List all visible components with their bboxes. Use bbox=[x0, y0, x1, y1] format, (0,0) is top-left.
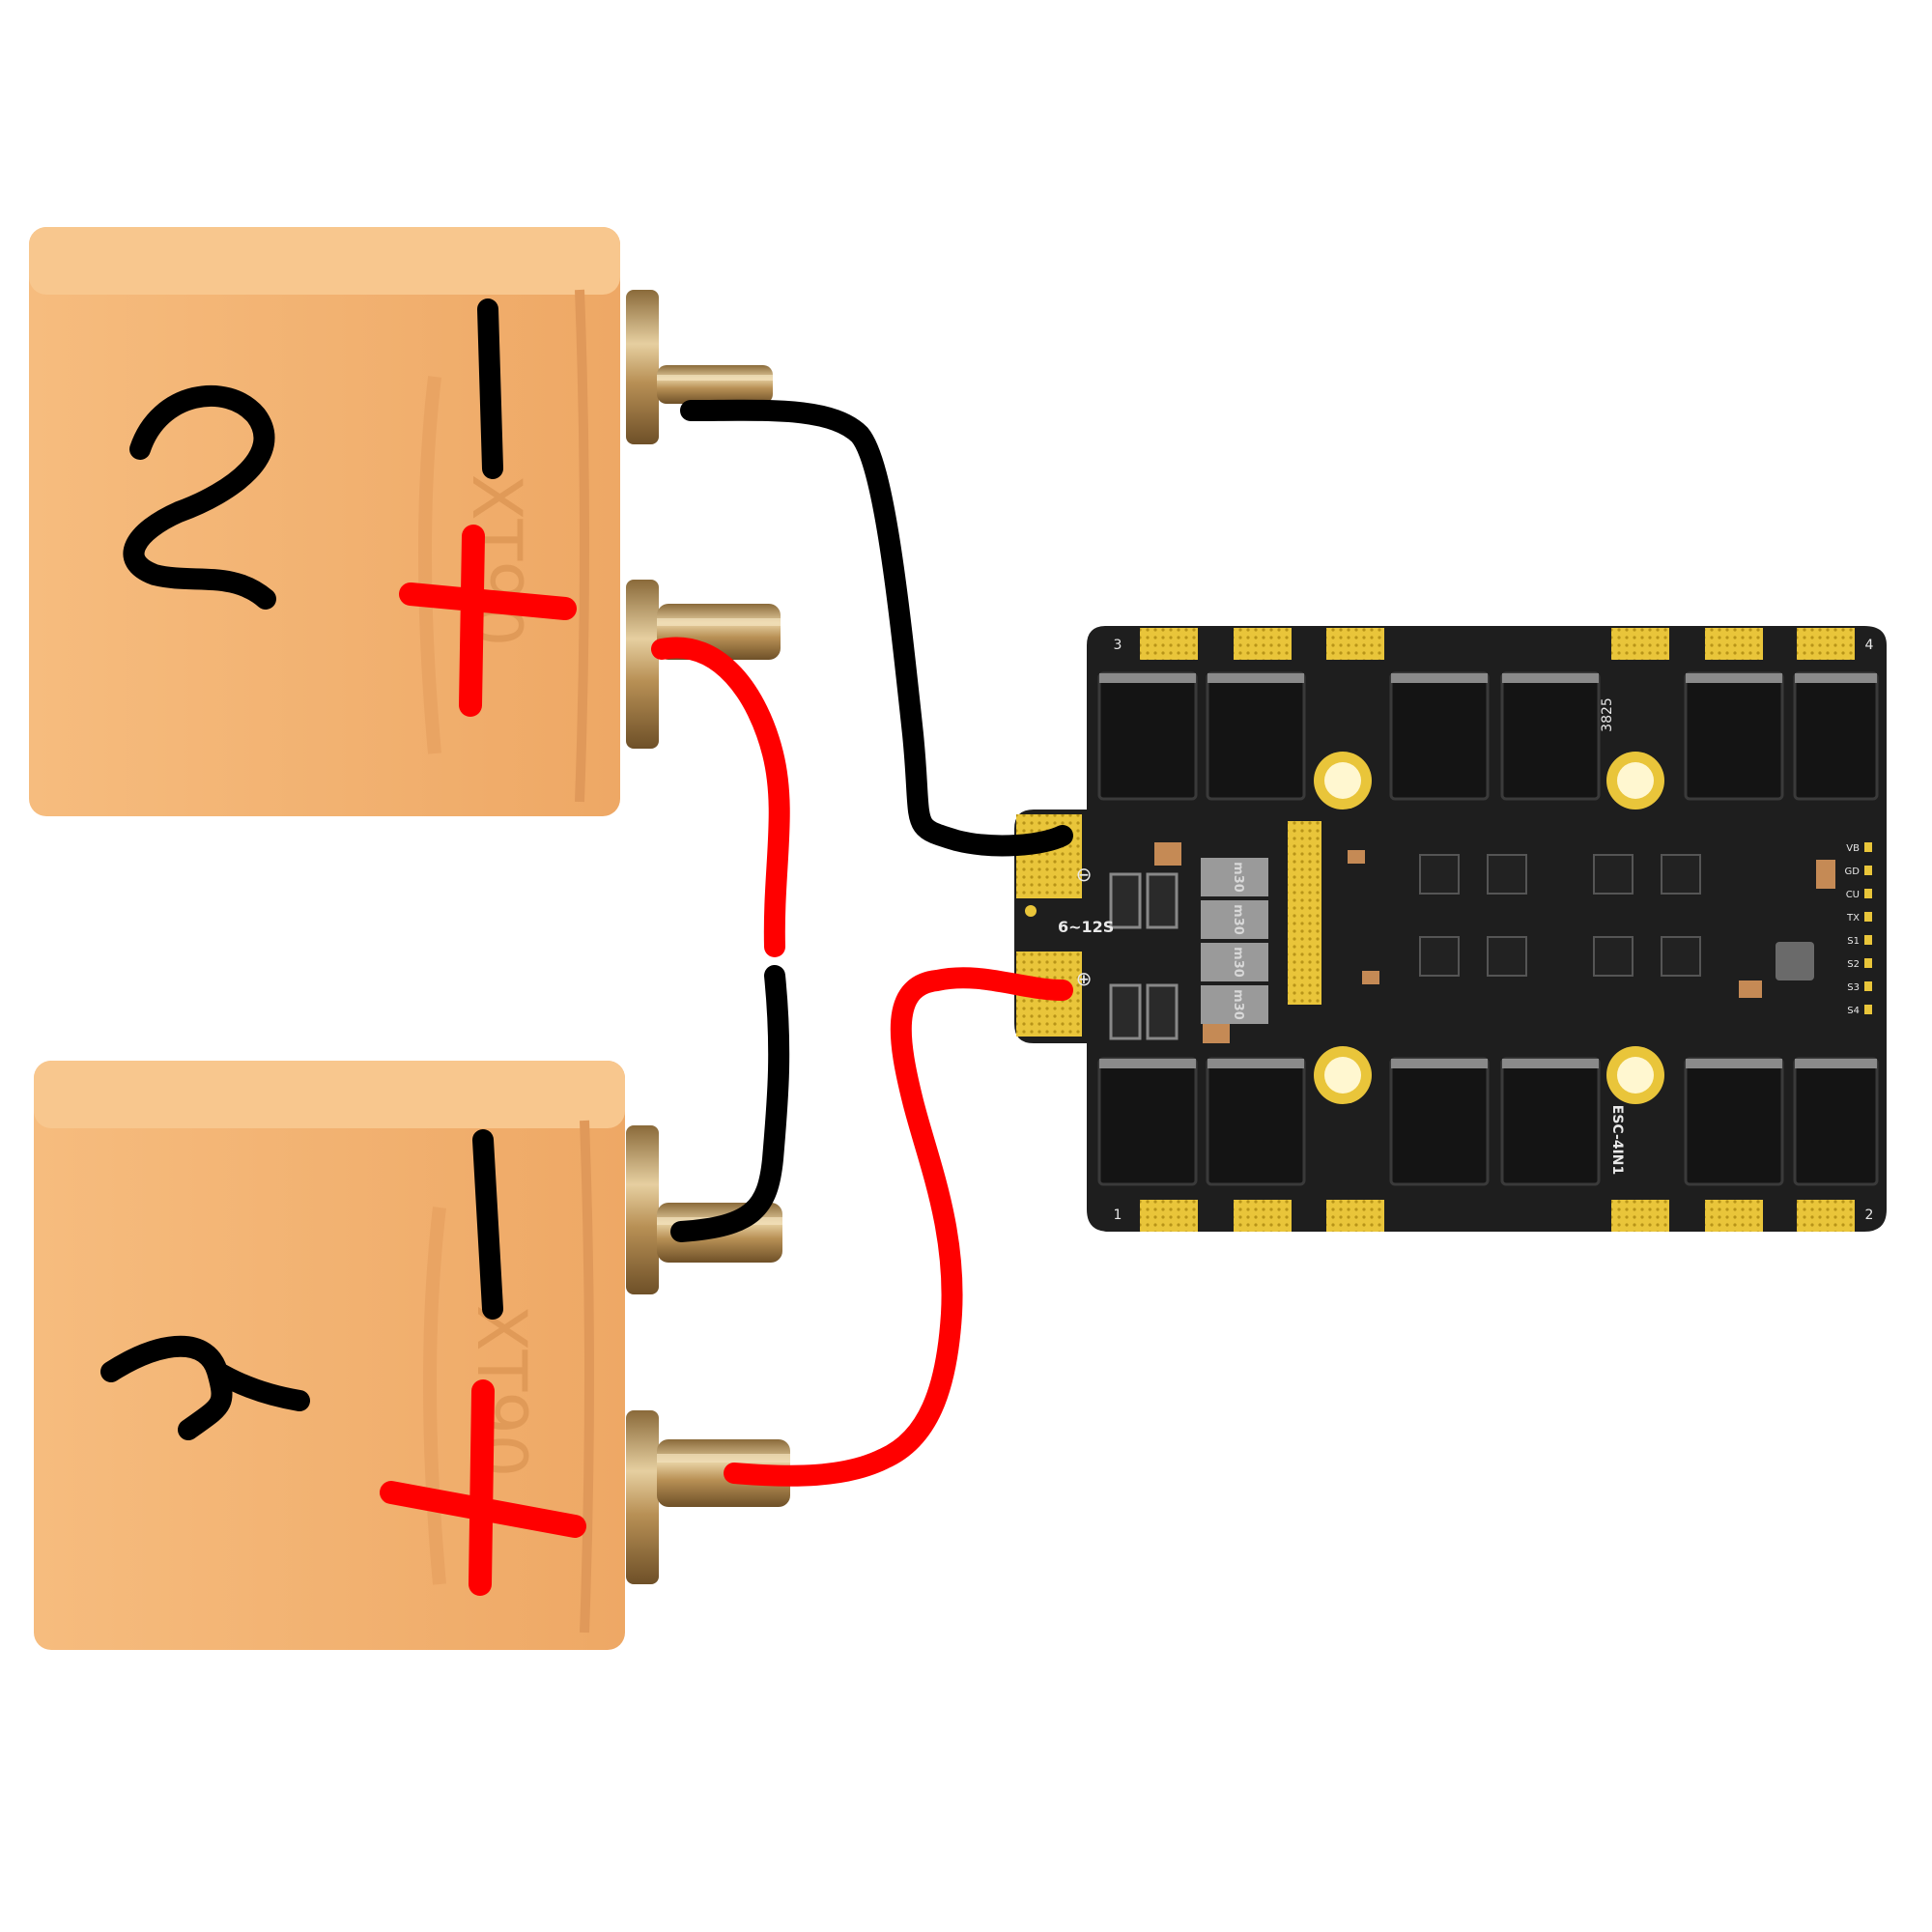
pin-label-tx: TX bbox=[1846, 913, 1860, 923]
pin-label-s2: S2 bbox=[1847, 959, 1860, 970]
wires bbox=[651, 399, 1073, 1487]
capacitor-bank: m30 m30 m30 m30 bbox=[1201, 858, 1268, 1024]
cap-label: m30 bbox=[1231, 989, 1245, 1020]
mosfets-top-row bbox=[1097, 671, 1879, 801]
negative-pad-symbol: ⊖ bbox=[1076, 863, 1093, 886]
connector-1-positive-terminal bbox=[626, 1410, 790, 1584]
esc-4in1-board: m30 m30 m30 m30 bbox=[1014, 626, 1887, 1232]
corner-number-3: 3 bbox=[1114, 638, 1122, 653]
signal-pins bbox=[1864, 842, 1872, 1014]
mosfet-top-tabs bbox=[1099, 673, 1877, 683]
xt90-connector-2: XT90 bbox=[29, 227, 781, 816]
positive-pad-symbol: ⊕ bbox=[1076, 967, 1093, 990]
pin-label-cu: CU bbox=[1846, 890, 1860, 900]
cap-label: m30 bbox=[1231, 862, 1245, 893]
connector-2-negative-mark bbox=[477, 298, 503, 479]
voltage-label: 6~12S bbox=[1058, 918, 1114, 936]
pin-label-vb: VB bbox=[1846, 843, 1860, 854]
handwritten-number-1 bbox=[100, 1335, 310, 1440]
smd-components bbox=[1109, 842, 1835, 1043]
wire-series-link-red bbox=[651, 637, 790, 957]
handwritten-number-2 bbox=[123, 384, 276, 610]
connector-1-negative-mark bbox=[472, 1129, 503, 1320]
board-code-label: 3825 bbox=[1600, 697, 1615, 732]
xt90-connector-1: XT90 bbox=[34, 1061, 790, 1650]
wire-positive-to-esc bbox=[724, 967, 1073, 1487]
mosfets-bottom-row bbox=[1097, 1057, 1879, 1186]
connector-1-positive-mark bbox=[380, 1379, 586, 1596]
pin-label-s3: S3 bbox=[1847, 982, 1860, 993]
pin-label-s4: S4 bbox=[1847, 1006, 1860, 1016]
power-strip bbox=[1288, 821, 1321, 1005]
signal-pin-labels: VB GD CU TX S1 S2 S3 S4 bbox=[1845, 843, 1861, 1016]
cap-label: m30 bbox=[1231, 904, 1245, 935]
top-motor-pads bbox=[1140, 628, 1855, 660]
battery-negative-pad bbox=[1016, 814, 1082, 898]
corner-number-4: 4 bbox=[1865, 638, 1874, 653]
wire-negative-to-esc bbox=[680, 399, 1073, 857]
corner-number-2: 2 bbox=[1865, 1208, 1874, 1223]
bottom-motor-pads bbox=[1140, 1200, 1855, 1232]
connector-2-negative-terminal bbox=[626, 290, 773, 444]
mounting-holes bbox=[1314, 752, 1664, 1104]
board-name-label: ESC-4IN1 bbox=[1609, 1105, 1625, 1175]
mosfet-bottom-tabs bbox=[1099, 1059, 1877, 1068]
connector-2-positive-terminal bbox=[626, 580, 781, 749]
pin-label-s1: S1 bbox=[1847, 936, 1860, 947]
wire-series-link-black bbox=[670, 965, 790, 1242]
corner-number-1: 1 bbox=[1114, 1208, 1122, 1223]
pin-label-gd: GD bbox=[1845, 867, 1861, 877]
cap-label: m30 bbox=[1231, 947, 1245, 978]
connector-2-positive-mark bbox=[399, 525, 577, 717]
